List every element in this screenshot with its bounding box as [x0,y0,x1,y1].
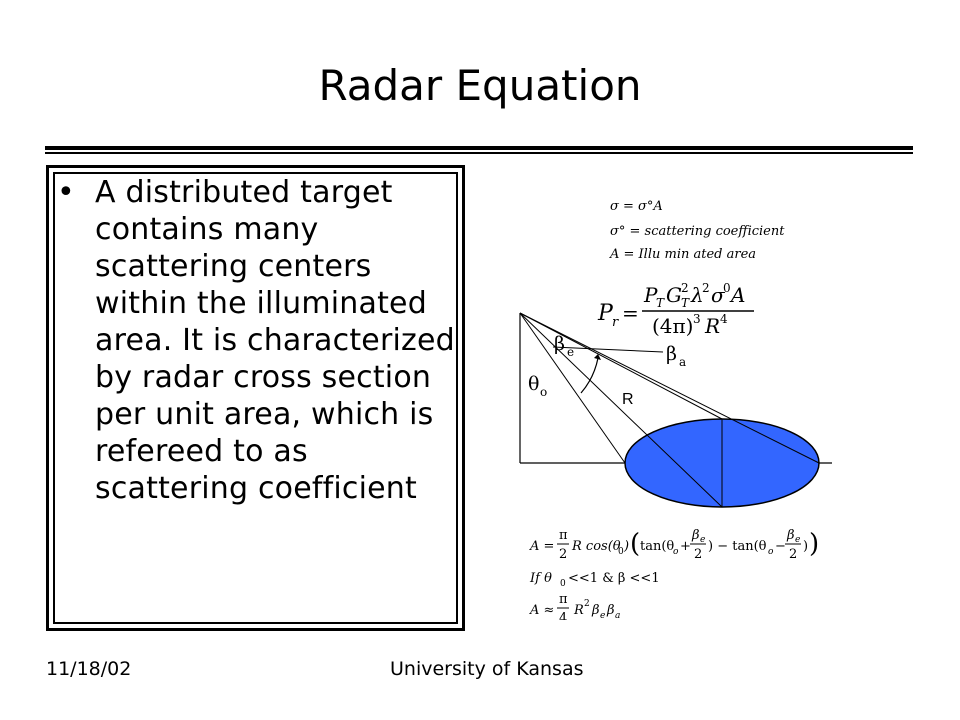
svg-text:): ) [809,529,819,559]
received-power-equation: P r = P T G T 2 λ 2 σ 0 A (4π) 3 R 4 [597,281,754,338]
svg-text:If θ: If θ [529,571,552,586]
svg-text:e: e [700,535,705,545]
svg-text:A: A [729,283,745,307]
svg-text:A =: A = [529,539,554,554]
svg-text:2: 2 [681,281,689,295]
svg-text:R: R [573,603,584,618]
svg-text:π: π [559,528,568,543]
svg-text:R cos(θ: R cos(θ [571,539,621,554]
radar-geometry-diagram: σ = σ°A σ° = scattering coefficient A = … [519,199,832,620]
definition-sigma: σ = σ°A [610,199,663,214]
svg-text:β: β [591,603,600,618]
svg-text:−: − [775,539,786,554]
svg-text:e: e [795,535,800,545]
svg-text:o: o [768,547,774,557]
svg-text:r: r [612,315,619,330]
illumination-geometry [519,312,832,508]
svg-text:(: ( [630,529,640,559]
svg-text:P: P [643,283,658,307]
svg-text:<<1 & β <<1: <<1 & β <<1 [568,571,660,586]
svg-text:(4π): (4π) [652,314,693,338]
svg-text:T: T [656,296,665,310]
slide-title: Radar Equation [318,61,642,110]
svg-text:+: + [680,539,691,554]
svg-text:λ: λ [690,283,704,307]
svg-text:): ) [803,539,808,554]
svg-text:e: e [600,611,605,620]
svg-text:P: P [597,301,614,326]
svg-text:0: 0 [618,547,624,557]
footer-date: 11/18/02 [46,658,132,680]
definition-area: A = Illu min ated area [609,247,756,262]
svg-text:=: = [622,301,639,325]
svg-text:σ: σ [711,283,726,307]
svg-text:2: 2 [702,281,710,295]
svg-text:2: 2 [694,547,702,562]
range-label: R [622,391,634,408]
svg-text:0: 0 [560,579,566,589]
svg-text:): ) [623,539,629,554]
svg-text:3: 3 [693,312,701,326]
svg-text:tan(θ: tan(θ [640,539,674,554]
footer-organization: University of Kansas [390,658,584,680]
svg-text:0: 0 [723,281,731,295]
svg-text:β: β [691,528,700,543]
svg-text:2: 2 [559,547,567,562]
svg-text:o: o [673,547,679,557]
svg-text:β: β [786,528,795,543]
text-box-frame [46,165,465,631]
beta-e-label: β [554,333,565,355]
svg-text:a: a [615,611,620,620]
svg-text:2: 2 [789,547,797,562]
beta-e-subscript: e [567,345,574,359]
area-approximation: A ≈ π 4 R 2 β e β a [529,592,620,620]
svg-text:R: R [704,314,720,338]
svg-text:π: π [559,592,568,607]
svg-text:4: 4 [720,312,728,326]
svg-text:β: β [606,603,615,618]
beta-a-subscript: a [679,355,686,369]
svg-text:4: 4 [559,611,567,620]
svg-text:G: G [666,283,682,307]
definition-sigma-zero: σ° = scattering coefficient [610,224,785,239]
theta-o-label: θ [528,373,539,395]
theta-o-subscript: o [540,385,547,399]
bullet-text: A distributed target contains many scatt… [95,175,455,506]
svg-text:A ≈: A ≈ [529,603,554,618]
area-equation: A = π 2 R cos(θ 0 ) ( tan(θ o + β e 2 ) … [529,528,819,562]
svg-text:) − tan(θ: ) − tan(θ [708,539,767,554]
bullet-marker: • [57,175,75,210]
beta-a-label: β [666,343,677,365]
approximation-condition: If θ 0 <<1 & β <<1 [529,571,660,589]
svg-text:2: 2 [584,599,590,609]
svg-text:T: T [681,296,690,310]
title-divider [45,146,913,156]
